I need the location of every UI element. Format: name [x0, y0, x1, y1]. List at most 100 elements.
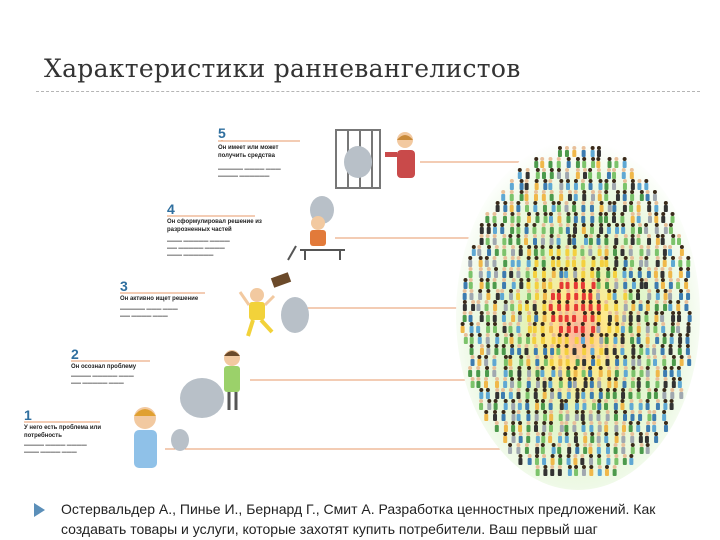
- crowd-person-head: [677, 311, 682, 315]
- crowd-person-body: [549, 359, 554, 366]
- crowd-person-head: [644, 278, 649, 282]
- crowd-person-body: [519, 282, 524, 289]
- crowd-person-head: [575, 399, 580, 403]
- crowd-person-head: [502, 212, 507, 216]
- crowd-person-body: [509, 271, 514, 278]
- crowd-person-head: [591, 399, 596, 403]
- crowd-person-body: [591, 282, 596, 289]
- crowd-person-body: [501, 315, 506, 322]
- crowd-person-head: [468, 311, 473, 315]
- crowd-person-body: [542, 304, 547, 311]
- crowd-person-head: [599, 256, 604, 260]
- crowd-person-body: [596, 172, 601, 179]
- crowd-person-head: [485, 278, 490, 282]
- crowd-person-body: [630, 447, 635, 454]
- crowd-person-body: [518, 458, 523, 465]
- crowd-person-head: [484, 377, 489, 381]
- crowd-person-body: [535, 469, 540, 476]
- crowd-person-body: [485, 216, 490, 223]
- crowd-person-body: [604, 304, 609, 311]
- crowd-person-head: [511, 278, 516, 282]
- crowd-person-head: [487, 245, 492, 249]
- crowd-person-head: [604, 179, 609, 183]
- crowd-person-head: [572, 311, 577, 315]
- crowd-person-body: [644, 282, 649, 289]
- crowd-person-head: [551, 201, 556, 205]
- crowd-person-body: [620, 326, 625, 333]
- crowd-person-body: [516, 216, 521, 223]
- crowd-person-body: [604, 194, 609, 201]
- crowd-person-body: [652, 348, 657, 355]
- crowd-person-body: [645, 370, 650, 377]
- crowd-person-body: [574, 304, 579, 311]
- crowd-person-head: [662, 355, 667, 359]
- crowd-person-body: [646, 249, 651, 256]
- crowd-person-body: [663, 304, 668, 311]
- crowd-person-body: [630, 227, 635, 234]
- crowd-person-head: [684, 278, 689, 282]
- crowd-person-body: [636, 205, 641, 212]
- crowd-person-head: [492, 256, 497, 260]
- crowd-person-head: [652, 410, 657, 414]
- crowd-person-body: [660, 282, 665, 289]
- crowd-person-body: [623, 282, 628, 289]
- crowd-person-body: [517, 315, 522, 322]
- crowd-person-head: [503, 333, 508, 337]
- crowd-person-head: [518, 245, 523, 249]
- crowd-person-body: [621, 436, 626, 443]
- crowd-person-head: [653, 267, 658, 271]
- crowd-person-body: [551, 370, 556, 377]
- crowd-person-head: [615, 223, 620, 227]
- crowd-person-head: [573, 190, 578, 194]
- crowd-person-head: [580, 454, 585, 458]
- crowd-person-body: [615, 227, 620, 234]
- crowd-person-head: [630, 179, 635, 183]
- crowd-person-head: [660, 278, 665, 282]
- crowd-person-head: [572, 344, 577, 348]
- crowd-person-head: [566, 157, 571, 161]
- crowd-person-head: [548, 212, 553, 216]
- crowd-person-body: [622, 315, 627, 322]
- crowd-person-head: [549, 223, 554, 227]
- crowd-person-head: [645, 322, 650, 326]
- crowd-person-body: [599, 337, 604, 344]
- crowd-person-head: [540, 443, 545, 447]
- crowd-person-body: [495, 205, 500, 212]
- crowd-person-body: [525, 392, 530, 399]
- crowd-person-head: [476, 322, 481, 326]
- crowd-person-body: [596, 150, 601, 157]
- crowd-person-head: [580, 322, 585, 326]
- crowd-person-head: [542, 300, 547, 304]
- crowd-person-head: [470, 377, 475, 381]
- crowd-person-body: [484, 414, 489, 421]
- crowd-person-body: [543, 414, 548, 421]
- crowd-person-head: [670, 212, 675, 216]
- crowd-person-body: [471, 249, 476, 256]
- crowd-person-body: [668, 227, 673, 234]
- crowd-person-head: [630, 212, 635, 216]
- crowd-person-head: [517, 168, 522, 172]
- crowd-person-body: [486, 293, 491, 300]
- crowd-person-body: [655, 337, 660, 344]
- crowd-person-head: [556, 245, 561, 249]
- crowd-person-head: [606, 223, 611, 227]
- crowd-person-body: [533, 271, 538, 278]
- crowd-person-body: [652, 194, 657, 201]
- crowd-person-head: [663, 421, 668, 425]
- crowd-person-body: [511, 436, 516, 443]
- crowd-person-body: [550, 458, 555, 465]
- crowd-person-head: [646, 421, 651, 425]
- crowd-person-body: [652, 414, 657, 421]
- step-3-text: ▬▬▬▬▬ ▬▬▬ ▬▬▬▬▬ ▬▬▬▬ ▬▬▬: [120, 306, 178, 319]
- crowd-person-body: [509, 337, 514, 344]
- crowd-person-head: [557, 443, 562, 447]
- crowd-person-body: [639, 249, 644, 256]
- crowd-person-head: [631, 366, 636, 370]
- crowd-person-body: [500, 293, 505, 300]
- crowd-person-head: [500, 388, 505, 392]
- crowd-person-body: [647, 392, 652, 399]
- crowd-person-head: [541, 278, 546, 282]
- crowd-person-body: [509, 194, 514, 201]
- crowd-person-body: [508, 238, 513, 245]
- crowd-person-head: [485, 366, 490, 370]
